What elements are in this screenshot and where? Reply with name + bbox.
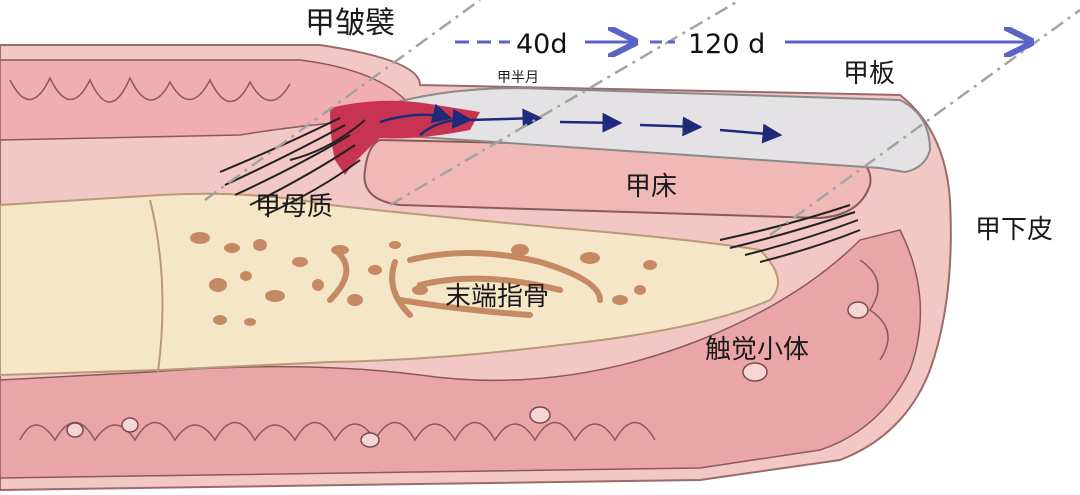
timeline-120d: 120 d	[688, 29, 765, 60]
label-nail-bed: 甲床	[625, 172, 677, 202]
upper-papillae	[9, 76, 291, 103]
label-hyponychium: 甲下皮	[975, 215, 1053, 245]
growth-arrows	[379, 103, 783, 144]
label-eponychium: 甲皱襞	[305, 6, 395, 41]
timeline-40d: 40d	[516, 29, 568, 60]
label-lunula: 甲半月	[497, 70, 539, 86]
lower-dermis	[0, 229, 922, 479]
label-nail-plate: 甲板	[843, 59, 895, 89]
label-tactile-corpuscle: 触觉小体	[705, 335, 809, 365]
label-matrix: 甲母质	[255, 192, 333, 222]
nail-plate	[363, 86, 932, 174]
bone-joint	[149, 199, 164, 373]
bone-trabeculae	[327, 247, 603, 318]
label-distal-phalanx: 末端指骨	[445, 282, 549, 312]
hyponychium-fibers	[719, 204, 861, 263]
tactile-corpuscle-shapes	[66, 301, 869, 448]
